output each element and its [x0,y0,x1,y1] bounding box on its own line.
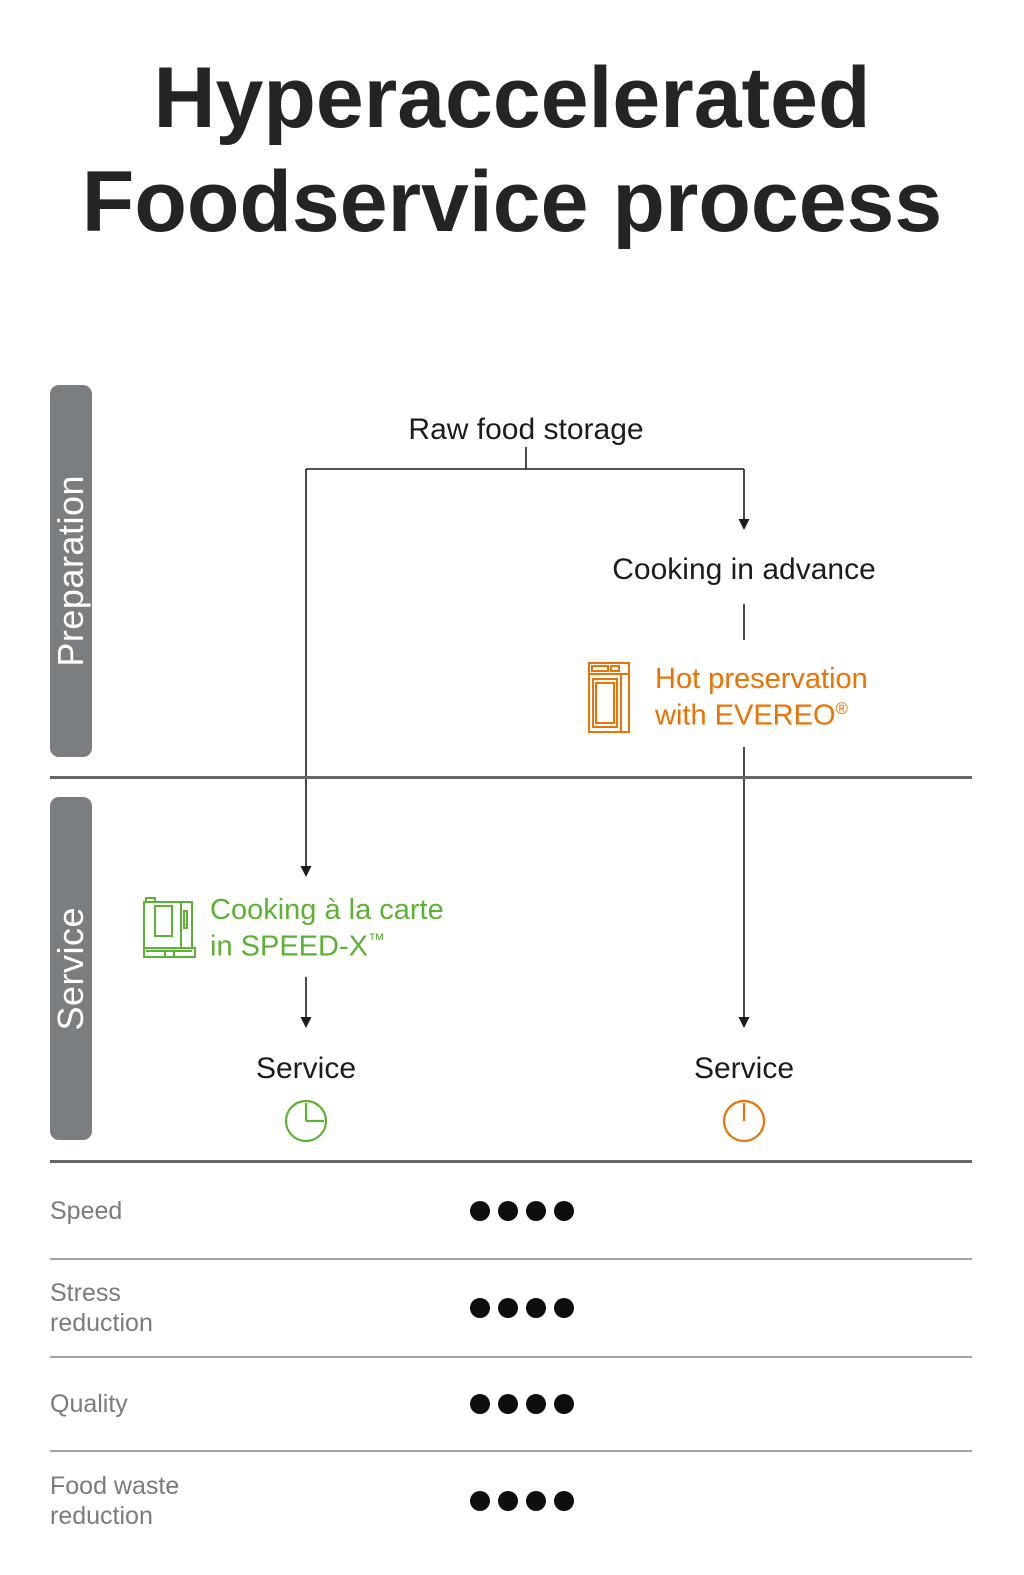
evereo-cabinet-icon [588,662,630,733]
page-title-line2: Foodservice process [81,154,943,250]
clock-at-twelve-icon [722,1099,766,1143]
rating-row-stress-reduction: Stress reduction [50,1260,972,1356]
rating-dot [470,1298,490,1318]
rating-dot [470,1394,490,1414]
hot-preservation-line2: with EVEREO® [655,694,868,731]
hot-preservation-line1: Hot preservation [655,663,868,696]
section-bar-service-label: Service [50,906,91,1031]
page-title-line1: Hyperaccelerated [153,50,871,146]
arrowhead-cooking-advance [738,519,750,530]
rating-row-quality: Quality [50,1358,972,1450]
rating-row-speed: Speed [50,1163,972,1258]
step-raw-food-storage: Raw food storage [408,413,644,446]
rating-label: Food waste reduction [50,1472,180,1530]
section-bar-preparation-label: Preparation [50,475,91,667]
rating-row-food-waste-reduction: Food waste reduction [50,1451,972,1551]
rating-dot [498,1298,518,1318]
rating-dot [470,1200,490,1221]
rating-dot [554,1491,574,1511]
trademark-mark: ™ [367,930,385,949]
step-cooking-a-la-carte: Cooking à la carte in SPEED-X™ [143,895,444,962]
cooking-alacarte-line1: Cooking à la carte [210,894,444,926]
step-cooking-in-advance: Cooking in advance [612,553,876,586]
step-hot-preservation: Hot preservation with EVEREO® [588,662,868,733]
section-bar-service: Service [50,797,92,1140]
speedx-oven-icon [143,897,196,959]
rating-dot [526,1394,546,1414]
rating-dot [526,1298,546,1318]
arrowhead-left-cooking [300,866,312,877]
rating-label: Quality [50,1390,128,1418]
rating-dot [526,1200,546,1221]
hot-preservation-brand: with EVEREO [655,699,836,732]
rating-dot [498,1394,518,1414]
rating-divider-1 [50,1258,972,1260]
rating-divider-3 [50,1450,972,1452]
section-divider-preparation-service [50,776,972,779]
section-bar-preparation: Preparation [50,385,92,757]
rating-dot [498,1491,518,1511]
rating-dots [470,1200,574,1221]
rating-dots [470,1491,574,1511]
section-divider-flow-ratings [50,1160,972,1163]
rating-dot [470,1491,490,1511]
arrowhead-right-service [738,1017,750,1028]
rating-dot [554,1394,574,1414]
rating-dots [470,1298,574,1318]
speedx-brand: in SPEED-X [210,930,368,963]
service-right-label: Service [693,1052,795,1085]
page-title: Hyperaccelerated Foodservice process [0,46,1024,254]
rating-label: Stress reduction [50,1279,153,1337]
rating-dot [526,1491,546,1511]
service-left-label: Service [255,1052,357,1085]
cooking-alacarte-line2: in SPEED-X™ [210,925,444,962]
rating-label: Speed [50,1196,123,1225]
rating-dot [554,1200,574,1221]
rating-dot [554,1298,574,1318]
clock-quarter-past-icon [284,1099,328,1143]
rating-dots [470,1394,574,1414]
rating-divider-2 [50,1356,972,1358]
arrowhead-left-service [300,1017,312,1028]
rating-dot [498,1200,518,1221]
registered-mark: ® [835,699,848,719]
